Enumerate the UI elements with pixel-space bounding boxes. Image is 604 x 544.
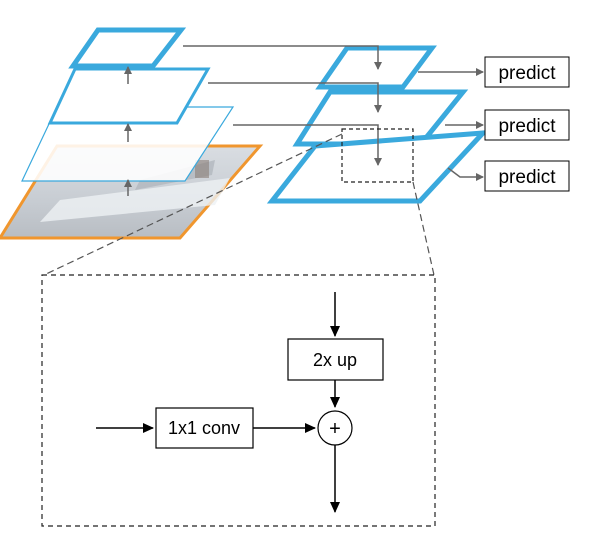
upsample-box: 2x up: [287, 338, 384, 381]
pyramid-level-2: [47, 67, 211, 125]
predict-arrow: [447, 167, 484, 181]
predict-box: predict: [484, 109, 570, 141]
pyramid-level-3: [68, 27, 187, 69]
lateral-connection: [183, 45, 382, 70]
svg-text:predict: predict: [498, 63, 556, 84]
zoom-guide-line: [412, 181, 435, 276]
predict-box: predict: [484, 56, 570, 88]
svg-text:1x1 conv: 1x1 conv: [168, 418, 240, 438]
svg-text:2x up: 2x up: [313, 350, 357, 370]
detail-panel: [41, 274, 436, 527]
conv-box: 1x1 conv: [155, 407, 254, 449]
top-down-level-1: [315, 45, 437, 90]
svg-text:predict: predict: [498, 167, 556, 188]
svg-text:+: +: [329, 418, 341, 440]
top-down-level-3: [266, 130, 490, 204]
svg-text:predict: predict: [498, 116, 556, 137]
merge-add-node: +: [317, 410, 353, 446]
lateral-connection: [208, 82, 382, 113]
lateral-connection: [233, 124, 382, 166]
predict-box: predict: [484, 160, 570, 192]
zoom-region: [341, 128, 414, 183]
